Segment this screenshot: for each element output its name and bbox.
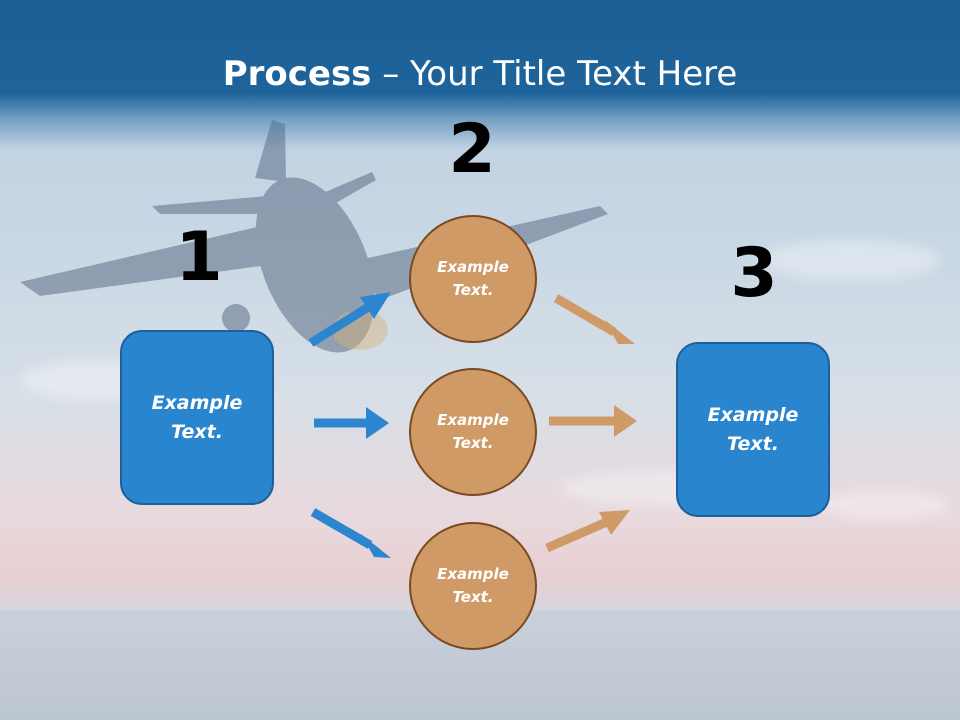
- arrow-start-to-middle: [314, 407, 389, 439]
- arrow-middle-to-end: [549, 405, 637, 437]
- arrow-top-to-end: [556, 298, 635, 344]
- arrow-start-to-top: [311, 292, 391, 343]
- arrow-start-to-bottom: [313, 512, 391, 558]
- arrow-bottom-to-end: [547, 510, 630, 548]
